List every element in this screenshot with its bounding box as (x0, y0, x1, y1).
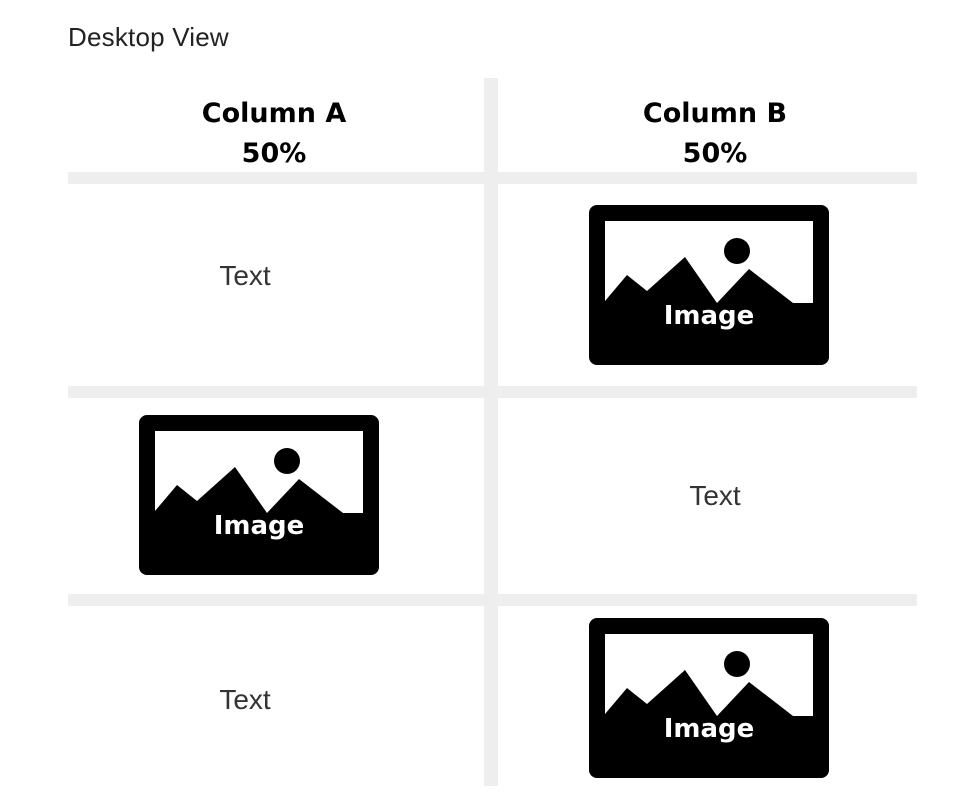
image-label: Image (663, 714, 755, 744)
column-b-header: Column B 50% (565, 94, 865, 174)
row-1-column-a-text: Text (219, 260, 271, 291)
image-icon: Image (139, 415, 379, 575)
column-a-name: Column A (201, 98, 347, 129)
image-icon: Image (589, 205, 829, 365)
row-divider (68, 386, 917, 398)
row-2-column-b-text: Text (689, 480, 741, 511)
column-a-header: Column A 50% (124, 94, 424, 174)
column-divider (484, 78, 498, 786)
row-3-column-a-text: Text (219, 684, 271, 715)
image-label: Image (213, 511, 305, 541)
column-b-name: Column B (642, 98, 788, 129)
image-icon: Image (589, 618, 829, 778)
row-divider (68, 594, 917, 606)
column-b-width: 50% (682, 138, 748, 169)
row-divider (68, 172, 917, 184)
column-a-width: 50% (241, 138, 307, 169)
image-label: Image (663, 301, 755, 331)
page-title: Desktop View (68, 22, 229, 52)
